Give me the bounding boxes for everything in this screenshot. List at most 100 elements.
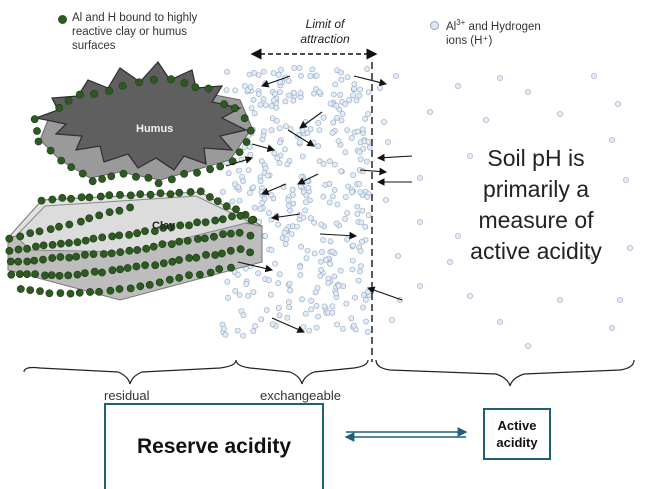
bound-ion [65,253,74,262]
exchangeable-ion [349,189,355,196]
exchangeable-ion [342,149,349,156]
exchangeable-ion [271,91,278,97]
bound-ion [230,104,239,113]
bound-ion [32,242,40,251]
free-ion [395,253,401,259]
bound-ion [247,216,256,224]
bound-ion [95,287,103,296]
bound-ion [185,254,194,262]
bound-ion [167,75,175,84]
free-ion [483,117,489,123]
exchangeable-ion [315,143,322,150]
exchangeable-ion [356,149,363,155]
bound-ion [16,232,25,241]
bound-ion [159,259,168,268]
bound-ion [75,90,84,99]
exchangeable-ion [307,126,314,133]
exchangeable-ion [308,297,315,304]
bound-ion [30,115,39,124]
exchangeable-ion [246,189,253,196]
exchangeable-ion [297,90,304,96]
bound-ion [155,278,164,287]
bound-ion [78,169,87,178]
exchangeable-ion [296,139,303,146]
exchangeable-ion [333,115,340,121]
exchangeable-ion [224,278,231,285]
exchangeable-ion [348,315,355,322]
exchangeable-ion [302,207,309,214]
exchangeable-ion [274,155,281,161]
bound-ion [23,244,31,253]
free-ion-h: ions (H⁺) [446,34,493,47]
exchangeable-ion [354,203,361,210]
bound-ion [126,284,135,293]
bound-ion [26,229,35,237]
exchangeable-ion [327,260,333,267]
humus-particle [33,61,253,181]
exchangeable-ion [318,266,324,273]
statement-line-1: Soil pH is [487,145,585,171]
exchangeable-ion [276,89,283,95]
exchangeable-ion [362,296,369,303]
bound-ion [67,194,75,203]
exchangeable-ion [263,307,270,313]
exchangeable-ion [290,97,297,104]
exchangeable-ion [351,81,358,88]
exchangeable-ion [302,199,309,205]
exchangeable-ion [248,105,255,111]
bound-ion [107,249,116,258]
bound-ion [6,257,15,266]
exchangeable-ion [320,237,326,243]
exchangeable-ion [224,68,230,75]
bound-ion [193,235,202,243]
exchangeable-ion [251,204,258,211]
bound-ion [193,218,201,227]
free-ion [447,259,453,265]
active-acidity-label: Active acidity [496,417,537,451]
exchangeable-ion [364,158,370,165]
bound-ion [23,257,32,266]
free-ion [417,219,423,225]
bound-ion [227,263,235,272]
bound-ion [30,256,39,265]
exchangeable-ion [303,255,310,262]
bound-ion [196,187,205,196]
exchangeable-ion [329,303,336,310]
exchangeable-ion [329,193,336,200]
bound-ion [175,256,183,264]
exchangeable-ion [258,158,265,165]
exchangeable-ion [303,192,310,199]
free-ion-legend-text: Al3+ and Hydrogen ions (H⁺) [446,16,596,48]
humus-label: Humus [136,123,174,135]
bound-ion [98,175,106,183]
bound-ion [36,287,44,295]
bound-ion [167,223,176,232]
bound-ion [141,227,149,235]
bound-ion [175,273,184,282]
bound-ion [150,227,159,235]
bound-ion [168,257,177,266]
free-ion [557,111,563,117]
free-solution-ions [377,73,633,349]
exchangeable-ion [342,101,349,107]
exchangeable-ion [336,106,343,113]
bound-ion [108,266,117,275]
exchangeable-ion [304,247,311,254]
exchangeable-ion [288,231,295,237]
bound-ion [115,206,124,215]
exchangeable-ion [311,219,317,226]
bound-ion [154,179,163,188]
bound-ion [175,237,184,246]
exchangeable-ion [251,110,258,117]
bound-ion [85,193,94,202]
bound-ion [90,90,99,98]
exchangeable-ion [316,127,323,134]
limit-of-attraction-label: Limit of attraction [280,17,370,47]
exchangeable-ion [364,194,371,200]
exchangeable-ion [275,71,282,78]
bound-ion [206,268,215,277]
exchangeable-ion [262,233,269,239]
bound-ion [183,236,192,245]
bound-ion [126,203,135,212]
exchangeable-ion [332,290,339,297]
